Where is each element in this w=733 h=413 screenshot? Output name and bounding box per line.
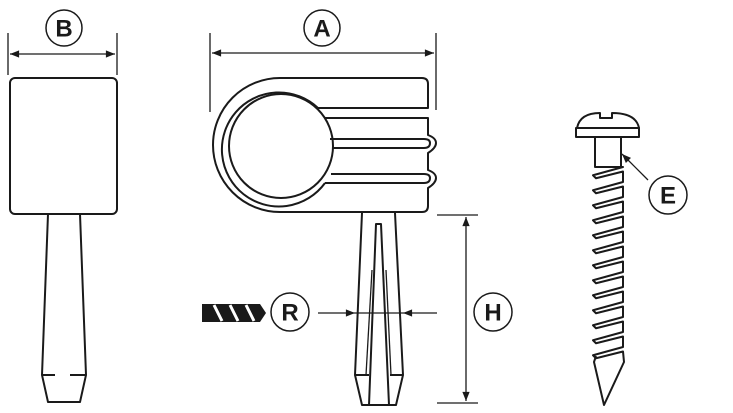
drill-bit-icon [202, 304, 266, 322]
svg-text:A: A [313, 16, 330, 43]
screw [575, 112, 649, 406]
screw-shank [594, 137, 622, 168]
screw-head-flange [575, 127, 640, 138]
svg-text:E: E [660, 183, 676, 210]
screw-threads [592, 166, 625, 406]
label-a: A [303, 9, 341, 47]
label-r: R [270, 292, 310, 332]
clip-hole [228, 93, 334, 199]
side-stem [41, 213, 87, 403]
front-stem [354, 212, 404, 406]
label-b: B [45, 9, 83, 47]
svg-text:H: H [484, 300, 501, 327]
side-head [9, 77, 118, 215]
clip-tongue-upper [330, 138, 431, 149]
label-e: E [648, 175, 688, 215]
clip-body-outline [212, 77, 437, 213]
dimension-e-arrow [621, 153, 649, 181]
screw-head-dome [576, 112, 640, 129]
side-view [7, 33, 118, 403]
clip-ring [220, 91, 326, 208]
stem-slot [368, 223, 390, 406]
clip-tongue-lower [325, 173, 431, 184]
label-h: H [473, 292, 513, 332]
front-view [202, 33, 478, 406]
svg-text:R: R [281, 300, 298, 327]
clip-body-top [280, 77, 429, 109]
svg-text:B: B [55, 16, 72, 43]
